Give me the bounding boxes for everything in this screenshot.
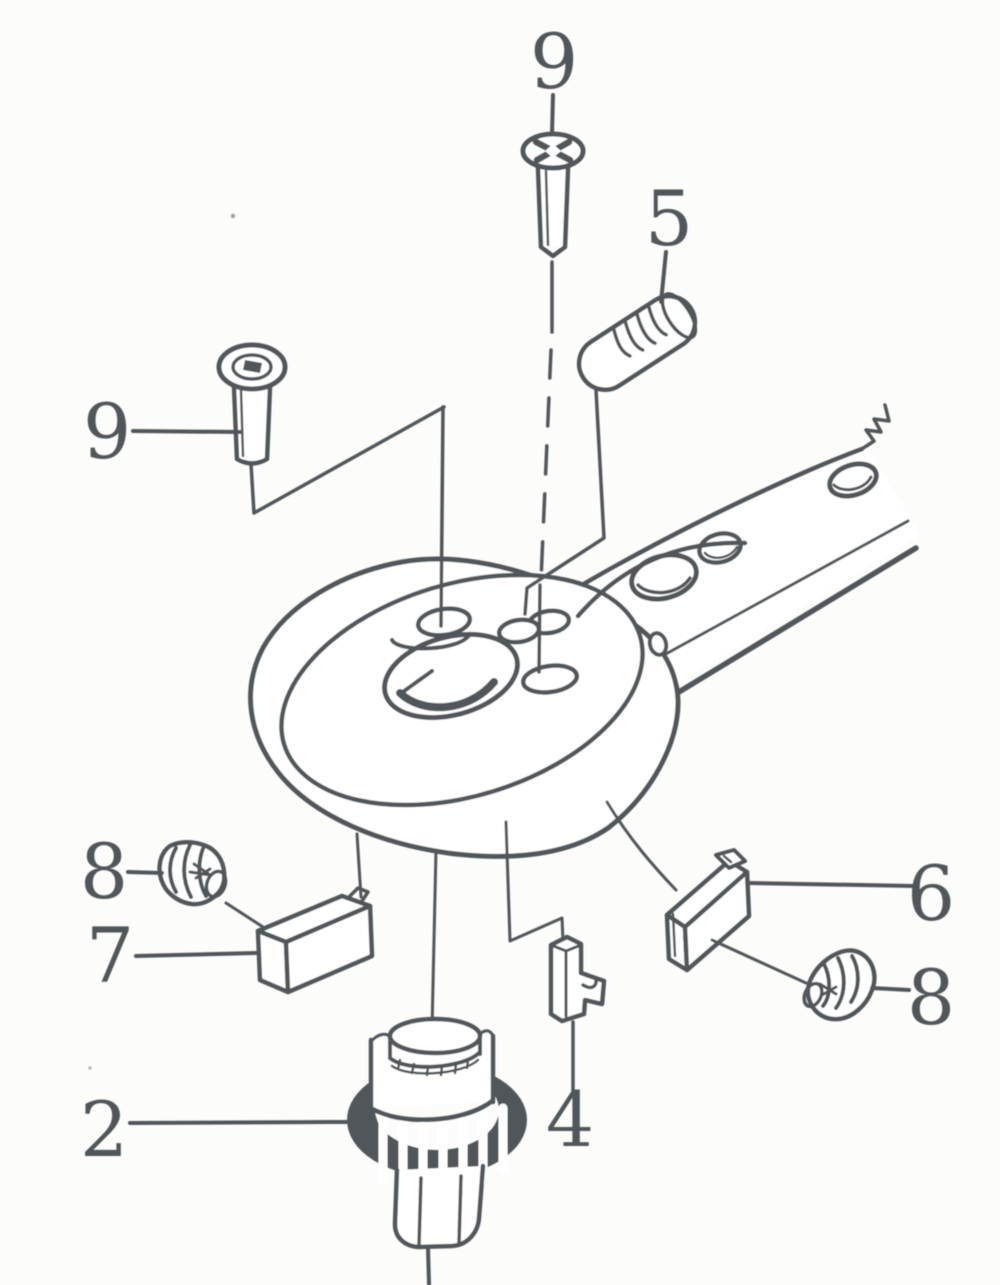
plate6-to-plug-line (710, 938, 808, 985)
leader-top-screw (550, 93, 555, 136)
leader-detent-pin (659, 250, 668, 304)
leader-side-screw (131, 429, 242, 434)
part-detent-pin (576, 292, 698, 392)
gear-axis-line (430, 848, 438, 1032)
callout-drive-gear: 2 (80, 1085, 128, 1174)
leader-left-plug (126, 870, 164, 875)
callout-left-plug: 8 (80, 827, 128, 916)
callout-side-screw: 9 (83, 387, 131, 476)
part-drive-gear (347, 1016, 527, 1285)
callout-stop-pawl: 4 (546, 1075, 594, 1164)
gear-square-drive (392, 1163, 486, 1250)
pawl-edges (549, 943, 583, 1018)
side-screw-slot (243, 360, 262, 373)
plate7-front-face (255, 928, 291, 995)
handle-far-edge (662, 519, 910, 657)
pin-body (576, 294, 698, 392)
gear-teeth (378, 1103, 508, 1193)
part-right-plug (802, 948, 877, 1022)
side-screw-axis (439, 405, 445, 628)
part-right-plate (664, 848, 808, 985)
callout-left-plate: 7 (86, 911, 134, 1000)
leader-drive-gear (128, 1120, 348, 1125)
pawl-body (548, 934, 607, 1024)
callout-top-screw: 9 (530, 17, 578, 106)
handle-bottom-edge (671, 545, 919, 698)
plate7-long-face (283, 903, 375, 995)
side-screw-shank-shade (239, 388, 245, 458)
pin-knurl-marks (612, 303, 668, 358)
callout-leaders (126, 93, 916, 1125)
boss-sides (388, 1034, 482, 1069)
right-plug-hatch (818, 982, 838, 997)
scan-speck (230, 213, 236, 219)
plate7-end-notch (348, 886, 370, 903)
handle-near-hole-large-inner (636, 576, 692, 595)
plate6-tab (714, 848, 747, 870)
leader-left-plate (134, 951, 258, 958)
side-screw-shank (231, 384, 273, 466)
axis-into-hole-c (537, 583, 542, 674)
leader-right-plug (870, 986, 911, 992)
handle-near-hole-small-inner (703, 545, 739, 560)
callout-detent-pin: 5 (645, 174, 693, 263)
plate6-curve-line (605, 800, 678, 892)
screw-hole-c (520, 663, 580, 695)
handle-top-edge (579, 446, 865, 588)
pawl-notch (581, 977, 598, 990)
plate7-drop-line (355, 832, 363, 899)
callout-right-plate: 6 (907, 849, 955, 938)
side-screw-shank-fill (234, 387, 270, 459)
part-top-screw (520, 131, 586, 259)
drive-facet-lines (417, 1174, 463, 1247)
handle-far-hole-inner (832, 475, 873, 492)
assembly-lines (249, 260, 678, 1032)
screw-boss-collar (390, 632, 472, 651)
center-hole-inner-wall (396, 678, 498, 712)
screw-shank (535, 165, 571, 259)
junction-pin-hole (647, 631, 669, 657)
left-plug-threads (168, 843, 208, 899)
phillips-center (545, 144, 561, 158)
pin-end-cap (660, 292, 698, 340)
plate6-long-face (682, 869, 752, 973)
right-plug-threads (821, 954, 860, 1010)
left-plug-hatch (188, 862, 212, 880)
plate6-detail-lines (671, 854, 733, 958)
gear-axis-stub (426, 1246, 431, 1285)
handle-break-squiggle (860, 403, 891, 451)
scan-speck (88, 1066, 92, 1070)
right-plug-tip (802, 981, 824, 1009)
pin-to-hole-b-line (523, 388, 606, 616)
part-left-plug (157, 840, 282, 940)
left-plug-tip (204, 869, 228, 899)
gear-cylinder (368, 1033, 496, 1123)
handle-neck-shoulder (575, 540, 748, 619)
boss-knurl (390, 1058, 480, 1077)
ratchet-head (248, 556, 681, 859)
side-screw-head-inner (231, 353, 273, 381)
gear-cylinder-fill (371, 1036, 493, 1108)
pawl-zigzag-line (504, 820, 565, 943)
drawing: 9 5 9 8 7 2 4 6 8 (80, 17, 955, 1285)
center-hole-chord (398, 669, 434, 696)
screw-shank-shade (544, 169, 550, 247)
side-screw-zigzag (249, 405, 446, 515)
top-screw-axis-dashed (539, 348, 553, 582)
leader-right-plate (746, 881, 916, 888)
handle-top-face (582, 446, 920, 690)
gear-top-boss (387, 1016, 483, 1056)
part-side-screw (216, 342, 288, 466)
part-stop-pawl (548, 934, 607, 1024)
callout-right-plug: 8 (907, 953, 955, 1042)
part-left-plate (255, 886, 375, 995)
